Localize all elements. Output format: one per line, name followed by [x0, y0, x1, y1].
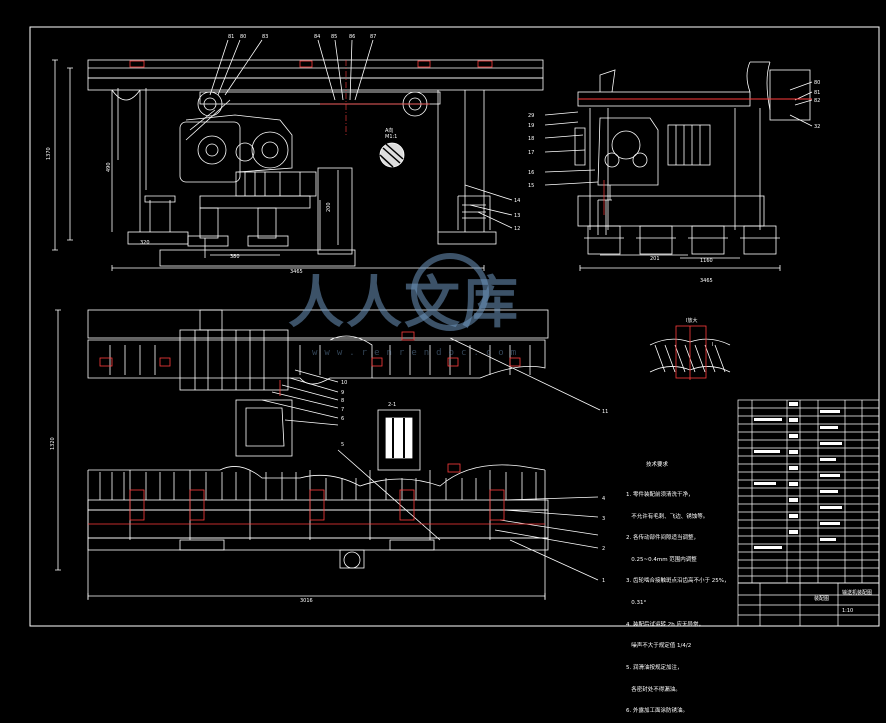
- pulley-left: [197, 91, 223, 117]
- balloon-rv-4: 16: [528, 170, 534, 176]
- tech-note-1: 不允许有毛刺、飞边、锈蚀等。: [626, 513, 709, 520]
- balloon-rv-0: 29: [528, 113, 534, 119]
- balloon-re-2: 82: [814, 98, 820, 104]
- balloon-plan-6: 11: [602, 409, 608, 415]
- balloon-plan-5: 5: [341, 442, 344, 448]
- balloon-side-0: 14: [514, 198, 520, 204]
- dim-side-201: 201: [650, 256, 660, 262]
- balloon-top-5: 86: [349, 34, 355, 40]
- balloon-top-1: 80: [240, 34, 246, 40]
- dim-d490: 490: [106, 162, 112, 172]
- balloon-plan-2: 8: [341, 398, 344, 404]
- title-drawing-title: 输送机装配图: [842, 589, 872, 596]
- balloon-re-0: 80: [814, 80, 820, 86]
- section-b-label: 2-1: [388, 402, 396, 408]
- dim-side-1160: 1160: [700, 258, 713, 264]
- tech-note-7: 噪声不大于规定值 1/4/2: [626, 643, 692, 650]
- tech-note-10: 6. 外露加工面涂防锈油。: [626, 708, 688, 715]
- balloon-plan-7: 4: [602, 496, 605, 502]
- plan-markers: [88, 331, 545, 525]
- dim-d380: 380: [230, 254, 240, 260]
- tech-note-5: 0.31°: [626, 600, 647, 607]
- balloon-plan-9: 2: [602, 546, 605, 552]
- tech-notes-title: 技术要求: [646, 462, 669, 469]
- cad-drawing-sheet: 81 80 83 84 85 86 87 A向 M1:1 14 13 12 29…: [29, 26, 880, 627]
- balloon-re-1: 81: [814, 90, 820, 96]
- balloon-rv-5: 15: [528, 183, 534, 189]
- bom-text: [754, 402, 842, 549]
- tech-note-6: 4. 装配后试运转 2h 应无异常，: [626, 621, 704, 628]
- balloon-plan-8: 3: [602, 516, 605, 522]
- dim-top-total: 3465: [290, 269, 303, 275]
- balloon-top-3: 84: [314, 34, 320, 40]
- tech-note-4: 3. 齿轮啮合接触斑点沿齿高不小于 25%，: [626, 578, 730, 585]
- dim-side-total: 3465: [700, 278, 713, 284]
- balloon-rv-1: 19: [528, 123, 534, 129]
- tech-note-9: 各密封处不得漏油。: [626, 686, 681, 693]
- dim-bottom-total: 3016: [300, 598, 313, 604]
- tech-note-3: 0.25~0.4mm 范围内调整: [626, 556, 697, 563]
- balloon-top-0: 81: [228, 34, 234, 40]
- tech-notes: 技术要求 1. 零件装配前须清洗干净， 不允许有毛刺、飞边、锈蚀等。 2. 各传…: [626, 448, 729, 723]
- balloon-plan-3: 7: [341, 407, 344, 413]
- balloon-rv-2: 18: [528, 136, 534, 142]
- dim-d320: 320: [140, 240, 150, 246]
- title-drawing-no: 装配图: [814, 595, 829, 602]
- dim-bottom-height: 1320: [50, 437, 56, 450]
- balloon-plan-4: 6: [341, 416, 344, 422]
- detail-view: [649, 325, 731, 380]
- detail-label: I放大: [686, 317, 697, 324]
- title-block: [737, 399, 880, 627]
- balloon-side-2: 12: [514, 226, 520, 232]
- detail-marker: I: [712, 342, 713, 348]
- title-scale: 1:10: [842, 608, 853, 614]
- balloon-top-2: 83: [262, 34, 268, 40]
- balloon-plan-1: 9: [341, 390, 344, 396]
- balloon-side-1: 13: [514, 213, 520, 219]
- tech-note-0: 1. 零件装配前须清洗干净，: [626, 492, 694, 499]
- balloon-re-3: 32: [814, 124, 820, 130]
- balloon-top-4: 85: [331, 34, 337, 40]
- drawing-frame: [29, 26, 880, 627]
- tech-note-8: 5. 润滑油按规定加注，: [626, 664, 683, 671]
- dim-d200: 200: [326, 202, 332, 212]
- section-a-scale: M1:1: [385, 134, 397, 140]
- balloon-rv-3: 17: [528, 150, 534, 156]
- balloon-top-6: 87: [370, 34, 376, 40]
- section-a-label: A向: [385, 127, 393, 134]
- balloon-plan-0: 10: [341, 380, 347, 386]
- dim-top-left: 1370: [46, 147, 52, 160]
- tech-note-2: 2. 各传动部件间隙适当调整，: [626, 535, 699, 542]
- balloon-plan-10: 1: [602, 578, 605, 584]
